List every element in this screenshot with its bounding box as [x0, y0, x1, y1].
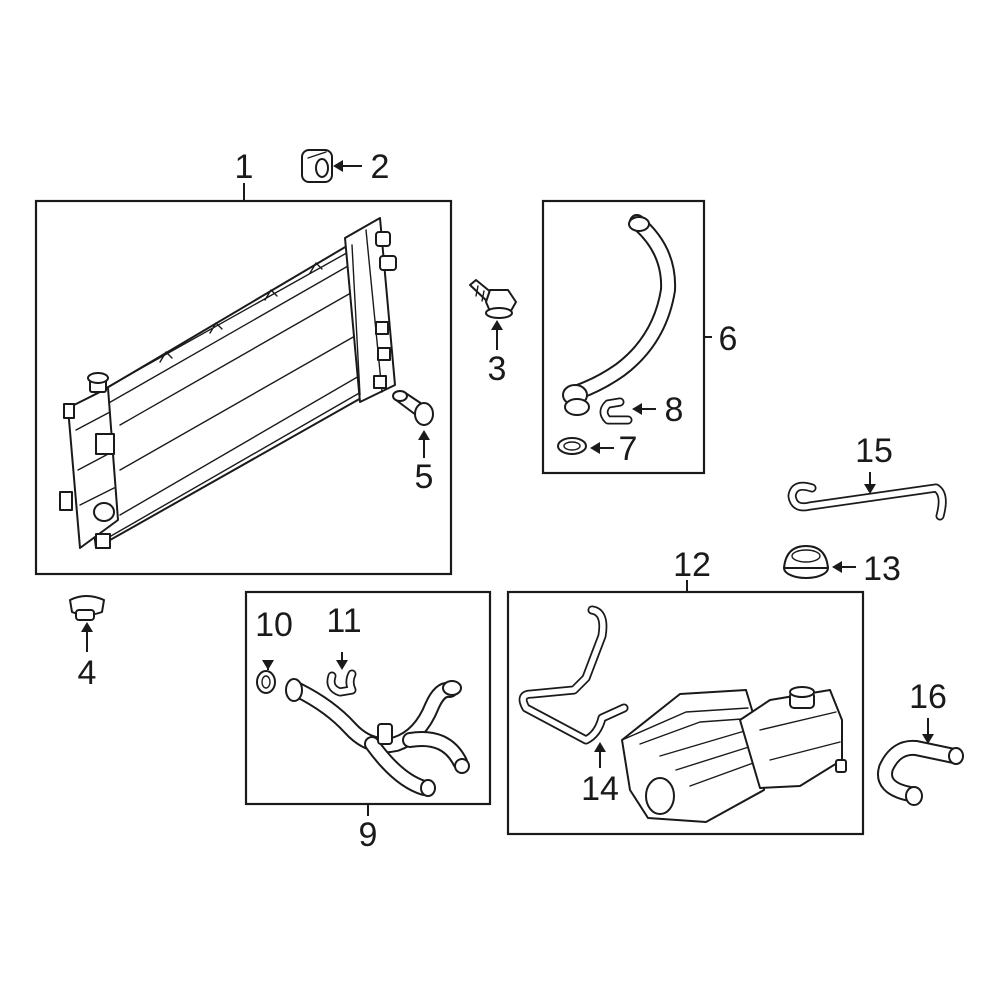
hose-part-16[interactable] [877, 739, 964, 806]
callout-10: 10 [255, 606, 293, 644]
callout-2: 2 [371, 148, 390, 186]
lower-isolator-part[interactable] [69, 595, 105, 621]
callout-5: 5 [415, 458, 434, 496]
callout-7: 7 [619, 430, 638, 468]
callout-8: 8 [665, 391, 684, 429]
upper-hose-part[interactable] [562, 214, 677, 416]
callout-3: 3 [488, 350, 507, 388]
reservoir-part[interactable] [621, 686, 847, 823]
bolt-part[interactable] [469, 279, 517, 319]
callout-14: 14 [581, 770, 619, 808]
callout-1: 1 [235, 148, 254, 186]
callout-13: 13 [863, 550, 901, 588]
hose-part-15[interactable] [787, 481, 947, 521]
callout-16: 16 [909, 678, 947, 716]
callout-12: 12 [673, 546, 711, 584]
o-ring-part-7[interactable] [557, 437, 587, 455]
callout-4: 4 [78, 654, 97, 692]
isolator-part[interactable] [301, 149, 333, 183]
reservoir-group-box [506, 590, 865, 836]
cap-part[interactable] [783, 545, 829, 579]
callout-6: 6 [719, 320, 738, 358]
overflow-tube-part[interactable] [518, 605, 629, 745]
o-ring-part-10[interactable] [256, 670, 276, 694]
radiator-part[interactable] [59, 217, 397, 549]
callout-15: 15 [855, 432, 893, 470]
lower-hose-part[interactable] [285, 678, 470, 797]
callout-9: 9 [359, 816, 378, 854]
callout-11: 11 [326, 602, 361, 640]
pin-part[interactable] [392, 390, 434, 426]
